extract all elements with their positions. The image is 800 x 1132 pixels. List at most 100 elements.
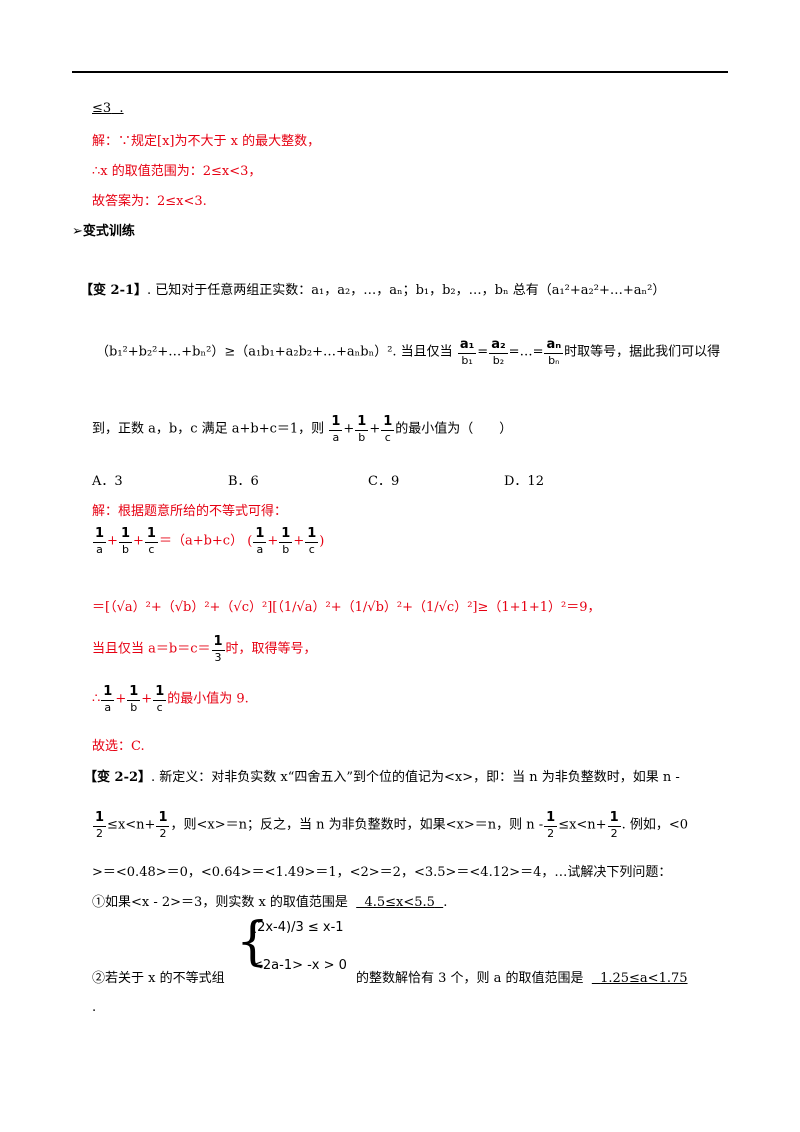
plus: + [133,533,144,549]
frac-den: b [282,543,290,556]
q21-text-c: 到，正数 a，b，c 满足 a+b+c＝1，则 [92,421,325,437]
plus: + [115,691,127,707]
frac-den: 2 [159,827,167,840]
q22-text-b: ，则<x>＝n；反之，当 n 为非负整数时，如果<x>＝n，则 n - [170,817,544,833]
frac-den: 2 [610,827,618,840]
question-tag: 【变 2-1】 [80,283,148,298]
option-c: C．9 [368,474,400,489]
q22-text-d: . 例如，<0 [621,817,689,833]
frac-den: b [121,543,129,556]
plus: + [107,533,118,549]
frac-num: 1 [153,684,167,701]
frac-num: 1 [355,414,369,431]
question-2-2-part-2-a: ②若关于 x 的不等式组 [92,971,225,986]
frac-den: c [148,543,155,556]
frac-num: 1 [118,526,132,543]
solution-1-line-3: 故答案为：2≤x<3. [92,194,207,209]
eq-dots: =…= [508,344,544,360]
sol2-text-a: 当且仅当 a＝b＝c＝ [92,641,211,657]
frac-den: c [384,431,391,444]
frac-den: c [156,701,163,714]
plus: + [141,691,153,707]
frac-den: b₁ [461,354,473,367]
frac-den: a [96,543,103,556]
option-a: A．3 [92,474,123,489]
frac-num: 1 [211,634,225,651]
frac-num: 1 [144,526,158,543]
q22-text-a: ≤x<n+ [107,817,156,833]
frac-den: a [104,701,112,714]
solution-2-line-6: 故选：C. [92,739,145,754]
plus: + [369,421,381,437]
plus: + [267,533,279,549]
question-2-2-line-1: 【变 2-2】. 新定义：对非负实数 x“四舍五入”到个位的值记为<x>，即：当… [84,766,680,785]
frac-num: 1 [544,810,558,827]
answer-1-value: 4.5≤x<5.5 [364,895,435,910]
solution-2-line-1: 解：根据题意所给的不等式可得： [92,504,288,519]
q21-text-b: 时取等号，据此我们可以得 [564,344,721,360]
frac-num: 1 [93,810,107,827]
frac-num: a₂ [489,337,508,354]
frac-den: 2 [547,827,555,840]
part-2-text: 的整数解恰有 3 个，则 a 的取值范围是 [356,971,584,986]
solution-2-line-3: ＝[（√a）²+（√b）²+（√c）²][（1/√a）²+（1/√b）²+（1/… [92,600,601,615]
frac-num: 1 [279,526,293,543]
frac-den: a [332,431,340,444]
top-answer: ≤3 . [92,101,124,116]
frac-num: 1 [93,526,107,543]
question-text: . 已知对于任意两组正实数：a₁，a₂，…，aₙ；b₁，b₂，…，bₙ 总有（a… [147,283,666,298]
option-d: D．12 [504,474,544,489]
frac-num: 1 [305,526,319,543]
system-line-2: <2a-1> -x > 0 [252,958,347,973]
eq: = [477,344,489,360]
q21-text-d: 的最小值为（ ） [395,421,513,437]
frac-den: 3 [214,651,222,664]
frac-num: 1 [127,684,141,701]
header-rule [72,71,728,73]
therefore: ∴ [92,691,101,707]
sum-text: ＝（a+b+c） [158,533,244,549]
frac-num: 1 [381,414,395,431]
frac-num: 1 [253,526,267,543]
question-2-2-part-2-b: 的整数解恰有 3 个，则 a 的取值范围是 1.25≤a<1.75 [356,967,688,986]
system-line-1: (2x-4)/3 ≤ x-1 [252,920,344,935]
frac-num: 1 [156,810,170,827]
frac-den: bₙ [548,354,560,367]
answer-2-value: 1.25≤a<1.75 [600,971,688,986]
answer-2: 1.25≤a<1.75 [592,971,688,986]
solution-1-line-1: 解：∵规定[x]为不大于 x 的最大整数， [92,134,321,149]
plus: + [293,533,305,549]
q22-text-c: ≤x<n+ [558,817,607,833]
trailing-period: . [92,1000,97,1015]
solution-1-line-2: ∴x 的取值范围为：2≤x<3， [92,164,262,179]
frac-den: c [308,543,315,556]
frac-num: a₁ [457,337,477,354]
frac-num: 1 [101,684,115,701]
section-title: ➢变式训练 [72,224,135,239]
question-tag: 【变 2-2】 [84,770,152,785]
sol2-text-b: 时，取得等号， [225,641,317,657]
sol2-text-c: 的最小值为 9. [167,691,249,707]
question-2-2-line-3: >＝<0.48>＝0，<0.64>＝<1.49>＝1，<2>＝2，<3.5>＝<… [92,865,672,880]
question-2-2-part-1: ①如果<x - 2>＝3，则实数 x 的取值范围是 4.5≤x<5.5 . [92,891,447,910]
